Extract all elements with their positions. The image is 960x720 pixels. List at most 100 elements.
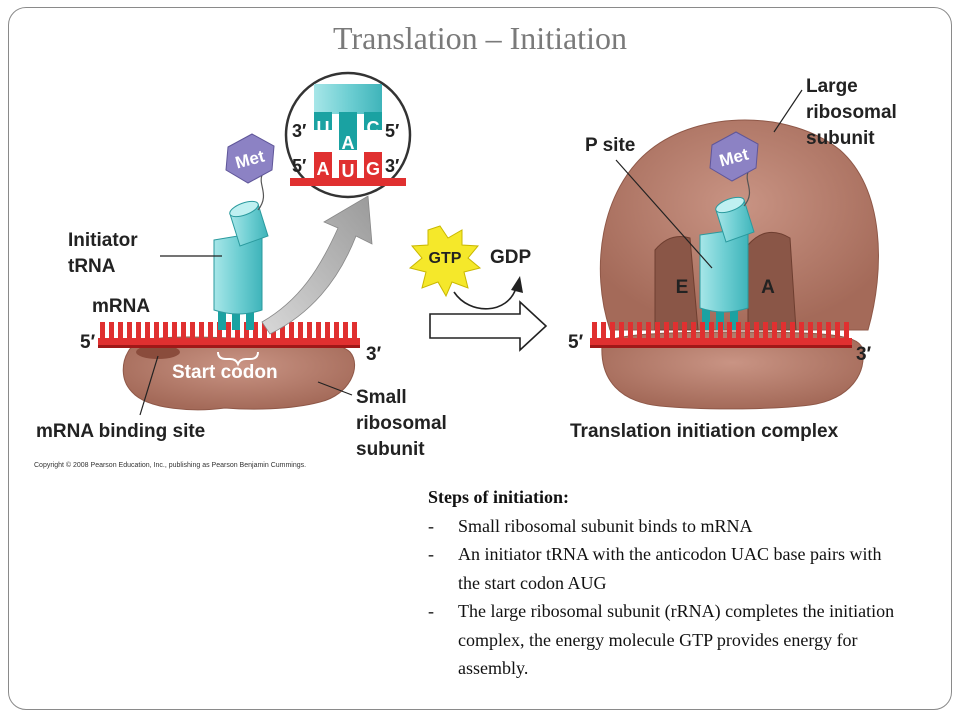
mrna-nucleotide [736,322,741,339]
a-site [747,231,797,331]
mrna-nucleotide [199,322,204,339]
mrna-nucleotide [619,322,624,339]
mrna-nucleotide [709,322,714,339]
anticodon-base-1: U [317,118,330,138]
e-site [654,236,699,331]
mrna-nucleotide [352,322,357,339]
zoom-arrow [261,195,373,335]
mrna-3prime-right: 3′ [856,344,872,365]
mrna-nucleotide [307,322,312,339]
mrna-nucleotide [100,322,105,339]
copyright-notice: Copyright © 2008 Pearson Education, Inc.… [34,462,307,469]
mrna-binding-site-left [136,345,180,359]
small-subunit-label-line1: Small [356,387,407,408]
mrna-nucleotide [610,322,615,339]
large-subunit-label-line2: ribosomal [806,102,897,123]
mrna-nucleotide [817,322,822,339]
mrna-nucleotide [190,322,195,339]
step-item: - An initiator tRNA with the anticodon U… [428,540,898,597]
mrna-nucleotide [289,322,294,339]
mrna-nucleotide [700,322,705,339]
mrna-nucleotide [826,322,831,339]
mrna-nucleotide [181,322,186,339]
anticodon-base-3: C [367,118,380,138]
small-subunit-label-line3: subunit [356,439,425,460]
mrna-strand-left [98,322,360,348]
large-subunit-label-line1: Large [806,76,858,97]
step-text-2: An initiator tRNA with the anticodon UAC… [458,544,882,593]
mrna-nucleotide [109,322,114,339]
met-amino-acid-right [709,131,759,182]
anticodon-base-2: A [342,133,355,153]
codon-3prime: 3′ [385,156,399,176]
step-item: - The large ribosomal subunit (rRNA) com… [428,597,898,683]
mrna-nucleotide [673,322,678,339]
gdp-label: GDP [490,247,532,268]
gtp-hydrolysis-arrow [453,287,517,310]
small-subunit-leader [317,381,353,396]
anticodon-3prime: 3′ [292,121,306,141]
mrna-strand-right [590,322,852,348]
mrna-nucleotide [835,322,840,339]
mrna-nucleotide [226,322,231,339]
mrna-label: mRNA [92,296,150,317]
gtp-hydrolysis-arrowhead [511,276,523,293]
a-site-label: A [761,277,775,298]
initiation-complex-label: Translation initiation complex [570,421,839,442]
anticodon-5prime: 5′ [385,121,399,141]
start-codon-label: Start codon [172,362,278,383]
mrna-nucleotide [235,322,240,339]
mrna-nucleotide [799,322,804,339]
mrna-nucleotide [592,322,597,339]
gtp-label: GTP [429,250,462,267]
mrna-nucleotide [718,322,723,339]
mrna-nucleotide [754,322,759,339]
large-subunit-label-line3: subunit [806,128,875,149]
slide-frame [8,7,952,710]
mrna-nucleotide [145,322,150,339]
step-text-3: The large ribosomal subunit (rRNA) compl… [458,601,895,678]
large-subunit-leader [773,89,803,133]
small-subunit-label-line2: ribosomal [356,413,447,434]
mrna-nucleotide [127,322,132,339]
mrna-nucleotide [334,322,339,339]
mrna-nucleotide [298,322,303,339]
mrna-nucleotide [655,322,660,339]
mrna-5prime-right: 5′ [568,332,584,353]
met-amino-acid-left [225,133,275,184]
start-codon-brace [217,351,259,367]
mrna-nucleotide [790,322,795,339]
initiator-trna-right [699,171,755,330]
initiator-trna-label-line2: tRNA [68,256,116,277]
mrna-nucleotide [664,322,669,339]
mrna-nucleotide [772,322,777,339]
mrna-nucleotide [217,322,222,339]
p-site-label: P site [585,135,635,156]
mrna-nucleotide [745,322,750,339]
codon-base-2: U [342,161,355,181]
mrna-nucleotide [763,322,768,339]
mrna-nucleotide [244,322,249,339]
mrna-nucleotide [601,322,606,339]
process-arrow [429,300,548,352]
p-site-leader [615,159,713,269]
codon-anticodon-zoom [284,71,412,199]
mrna-nucleotide [325,322,330,339]
mrna-nucleotide [781,322,786,339]
steps-of-initiation: Steps of initiation: - Small ribosomal s… [428,483,898,683]
mrna-nucleotide [253,322,258,339]
mrna-nucleotide [691,322,696,339]
mrna-nucleotide [646,322,651,339]
mrna-nucleotide [154,322,159,339]
mrna-nucleotide [118,322,123,339]
small-ribosomal-subunit-right [601,331,864,410]
mrna-nucleotide [808,322,813,339]
steps-heading: Steps of initiation: [428,487,570,507]
slide-title: Translation – Initiation [333,20,627,56]
step-item: - Small ribosomal subunit binds to mRNA [428,512,898,541]
step-text-1: Small ribosomal subunit binds to mRNA [458,515,753,536]
mrna-nucleotide [136,322,141,339]
mrna-5prime-left: 5′ [80,332,96,353]
mrna-3prime-left: 3′ [366,344,382,365]
mrna-nucleotide [208,322,213,339]
